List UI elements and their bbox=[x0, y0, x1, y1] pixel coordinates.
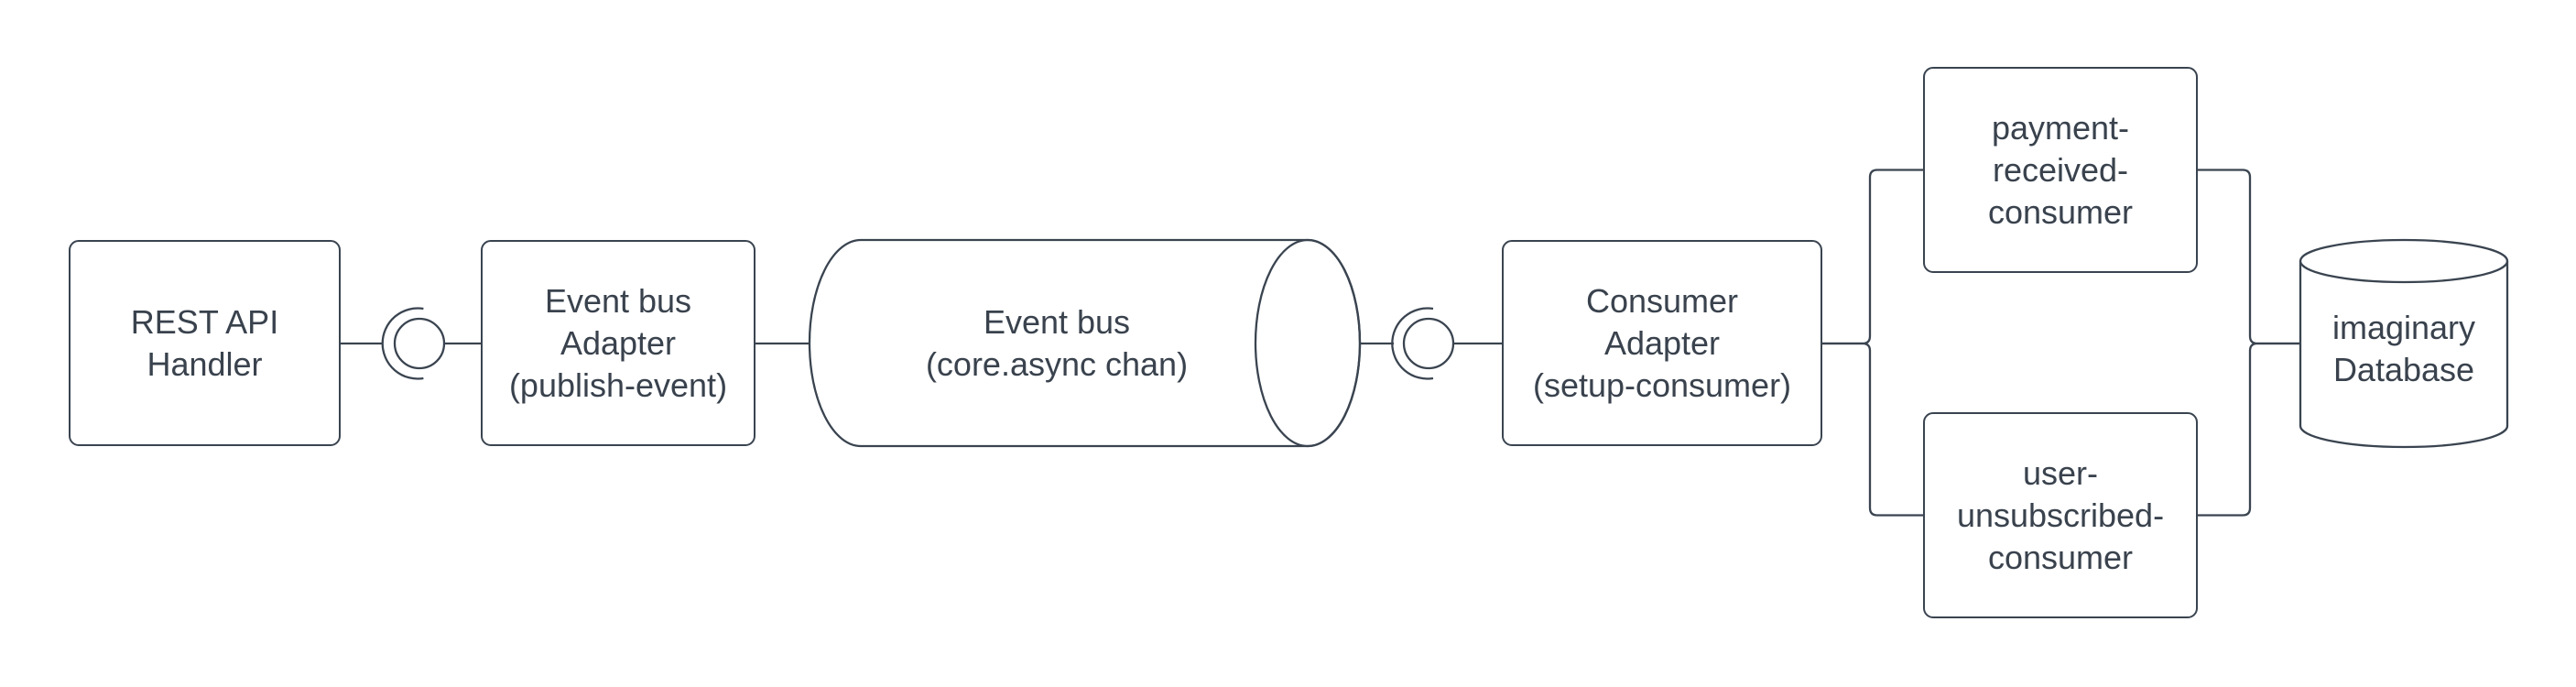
ball-circle-icon bbox=[1402, 317, 1455, 370]
socket-arc-icon bbox=[1391, 307, 1434, 380]
label-line: user- bbox=[2022, 453, 2099, 492]
node-label: REST API Handler bbox=[131, 301, 278, 386]
label-line: payment- bbox=[1991, 108, 2130, 147]
edge-consumeradapter-to-user bbox=[1822, 342, 1923, 517]
label-line: Handler bbox=[147, 344, 263, 383]
node-event-bus-adapter: Event bus Adapter (publish-event) bbox=[481, 240, 755, 446]
node-label: Event bus Adapter (publish-event) bbox=[509, 280, 727, 407]
node-payment-received-consumer: payment- received- consumer bbox=[1923, 67, 2198, 273]
edge-consumeradapter-to-payment bbox=[1822, 169, 1923, 345]
label-line: (publish-event) bbox=[508, 365, 728, 404]
database-cylinder-top bbox=[2299, 238, 2509, 284]
node-rest-api-handler: REST API Handler bbox=[69, 240, 341, 446]
label-line: REST API bbox=[130, 302, 279, 341]
socket-arc-icon bbox=[381, 307, 424, 380]
node-label: payment- received- consumer bbox=[1988, 107, 2133, 234]
node-consumer-adapter: Consumer Adapter (setup-consumer) bbox=[1502, 240, 1822, 446]
label-line: Adapter bbox=[560, 323, 677, 362]
label-line: consumer bbox=[1987, 192, 2134, 231]
ball-circle-icon bbox=[393, 317, 446, 370]
label-line: consumer bbox=[1987, 538, 2134, 576]
node-label: Consumer Adapter (setup-consumer) bbox=[1533, 280, 1791, 407]
node-user-unsubscribed-consumer: user- unsubscribed- consumer bbox=[1923, 412, 2198, 618]
label-line: Consumer bbox=[1585, 281, 1739, 320]
event-bus-cylinder-shape bbox=[808, 238, 1362, 448]
label-line: received- bbox=[1992, 150, 2129, 189]
label-line: (setup-consumer) bbox=[1532, 365, 1792, 404]
node-label: user- unsubscribed- consumer bbox=[1957, 453, 2164, 579]
label-line: Adapter bbox=[1603, 323, 1721, 362]
edge-payment-to-database bbox=[2198, 169, 2300, 345]
edge-user-to-database bbox=[2198, 342, 2300, 517]
label-line: unsubscribed- bbox=[1956, 496, 2165, 534]
label-line: Event bus bbox=[544, 281, 692, 320]
database-cylinder-body bbox=[2299, 261, 2509, 449]
